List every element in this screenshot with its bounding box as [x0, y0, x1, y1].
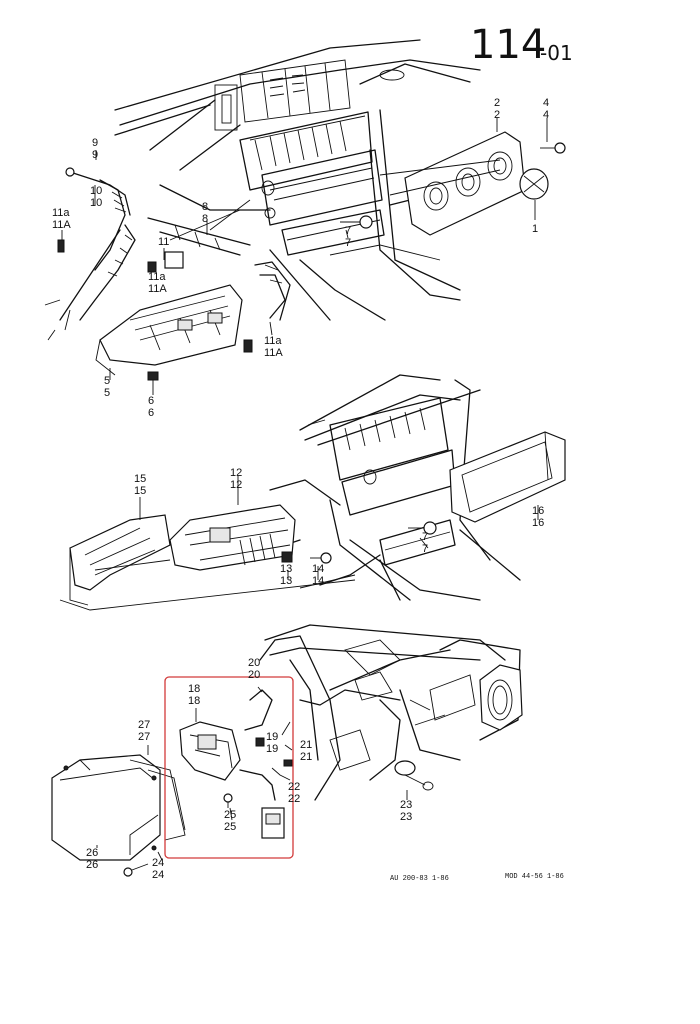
callout-7: 7 — [422, 531, 428, 543]
callout-12: 12 — [230, 479, 242, 491]
callout-26: 26 — [86, 847, 98, 859]
page-suffix: -01 — [540, 41, 573, 65]
callout-labels: 2 2 4 4 1 7 7 9 9 10 10 8 8 11a 11A 11 1… — [52, 97, 549, 881]
callout-6: 6 — [148, 395, 154, 407]
callout-10: 10 — [90, 185, 102, 197]
callout-27: 27 — [138, 719, 150, 731]
callout-13: 13 — [280, 575, 292, 587]
callout-4: 4 — [543, 97, 549, 109]
footer-code-left: AU 200-83 1-86 — [390, 875, 449, 883]
callout-14: 14 — [312, 563, 324, 575]
callout-26: 26 — [86, 859, 98, 871]
callout-6: 6 — [148, 407, 154, 419]
callout-23: 23 — [400, 799, 412, 811]
callout-11A: 11A — [52, 219, 71, 231]
callout-10: 10 — [90, 197, 102, 209]
callout-5: 5 — [104, 375, 110, 387]
callout-20: 20 — [248, 657, 260, 669]
callout-24: 24 — [152, 869, 164, 881]
callout-19: 19 — [266, 731, 278, 743]
callout-4: 4 — [543, 109, 549, 121]
callout-11A: 11A — [148, 283, 167, 295]
callout-25: 25 — [224, 809, 236, 821]
callout-11a: 11a — [148, 271, 166, 283]
footer-code-right: MOD 44-56 1-86 — [505, 873, 564, 881]
callout-16: 16 — [532, 517, 544, 529]
callout-11a: 11a — [52, 207, 70, 219]
callout-8: 8 — [202, 201, 208, 213]
callout-9: 9 — [92, 137, 98, 149]
callout-7: 7 — [422, 543, 428, 555]
control-unit-view — [51, 624, 523, 877]
callout-15: 15 — [134, 473, 146, 485]
dashboard-top-view — [114, 39, 566, 321]
callout-15: 15 — [134, 485, 146, 497]
callout-21: 21 — [300, 739, 312, 751]
callout-13: 13 — [280, 563, 292, 575]
callout-12: 12 — [230, 467, 242, 479]
callout-9: 9 — [92, 149, 98, 161]
highlight-frame — [164, 676, 294, 859]
callout-18: 18 — [188, 695, 200, 707]
callout-14: 14 — [312, 575, 324, 587]
callout-11A: 11A — [264, 347, 283, 359]
callout-2: 2 — [494, 97, 500, 109]
page-number: 114 — [470, 22, 546, 68]
callout-23: 23 — [400, 811, 412, 823]
callout-22: 22 — [288, 781, 300, 793]
cable-assembly-view — [44, 150, 291, 395]
callout-11a: 11a — [264, 335, 282, 347]
callout-7: 7 — [345, 225, 351, 237]
callout-7: 7 — [345, 237, 351, 249]
callout-19: 19 — [266, 743, 278, 755]
callout-22: 22 — [288, 793, 300, 805]
callout-21: 21 — [300, 751, 312, 763]
callout-24: 24 — [152, 857, 164, 869]
callout-8: 8 — [202, 213, 208, 225]
callout-11: 11 — [158, 236, 169, 248]
callout-5: 5 — [104, 387, 110, 399]
callout-20: 20 — [248, 669, 260, 681]
callout-2: 2 — [494, 109, 500, 121]
callout-16: 16 — [532, 505, 544, 517]
callout-25: 25 — [224, 821, 236, 833]
radio-module-view — [59, 374, 566, 611]
callout-27: 27 — [138, 731, 150, 743]
callout-1: 1 — [532, 223, 538, 235]
callout-18: 18 — [188, 683, 200, 695]
